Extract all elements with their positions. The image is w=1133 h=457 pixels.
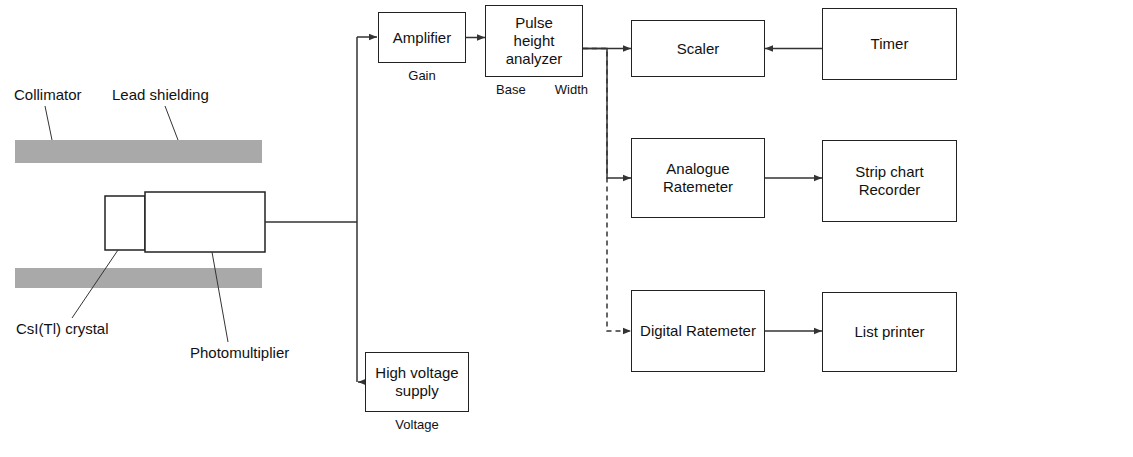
signal-wire (357, 36, 377, 38)
box-label: Timer (863, 31, 917, 57)
leader-line (212, 252, 228, 342)
signal-wire (265, 221, 357, 223)
leader-line (45, 106, 52, 140)
box-label: Digital Ratemeter (632, 318, 764, 344)
signal-arrow (583, 49, 631, 332)
signal-wire (356, 37, 358, 382)
control-label: Voltage (395, 417, 438, 433)
process-box: List printer (822, 292, 957, 372)
box-label: High voltage supply (366, 360, 468, 404)
box-label: Scaler (669, 36, 728, 62)
control-label: Width (555, 82, 588, 98)
box-label: Amplifier (385, 25, 459, 51)
signal-arrow (765, 330, 822, 332)
signal-arrow (583, 49, 631, 179)
control-label: Base (496, 82, 526, 98)
box-label: Analogue Ratemeter (632, 156, 764, 200)
control-label: Gain (408, 68, 435, 84)
part-name: Photomultiplier (188, 344, 291, 362)
process-box: Pulse height analyzerBaseWidth (485, 5, 583, 77)
process-box: Strip chart Recorder (822, 140, 957, 222)
signal-wire (265, 37, 377, 382)
part-name: CsI(Tl) crystal (14, 320, 111, 338)
leader-line (45, 106, 228, 342)
signal-arrow (765, 177, 822, 179)
process-box: Timer (822, 8, 957, 80)
box-label: Pulse height analyzer (486, 10, 582, 72)
process-box: AmplifierGain (378, 12, 466, 63)
box-label: List printer (846, 319, 932, 345)
part-name: Collimator (12, 86, 84, 104)
signal-arrow (466, 37, 485, 39)
leader-line (72, 250, 118, 318)
lead-shield-bar (15, 140, 262, 163)
process-box: Analogue Ratemeter (631, 138, 765, 218)
photomultiplier-symbol (145, 192, 265, 252)
leader-line (165, 106, 178, 140)
process-box: High voltage supplyVoltage (365, 352, 469, 412)
process-box: Scaler (631, 20, 765, 77)
process-box: Digital Ratemeter (631, 290, 765, 372)
part-name: Lead shielding (110, 86, 211, 104)
lead-shield-bar (15, 268, 262, 288)
hv-wire (358, 381, 365, 383)
signal-arrow (765, 48, 822, 50)
crystal-symbol (105, 196, 145, 250)
box-label: Strip chart Recorder (823, 159, 956, 203)
